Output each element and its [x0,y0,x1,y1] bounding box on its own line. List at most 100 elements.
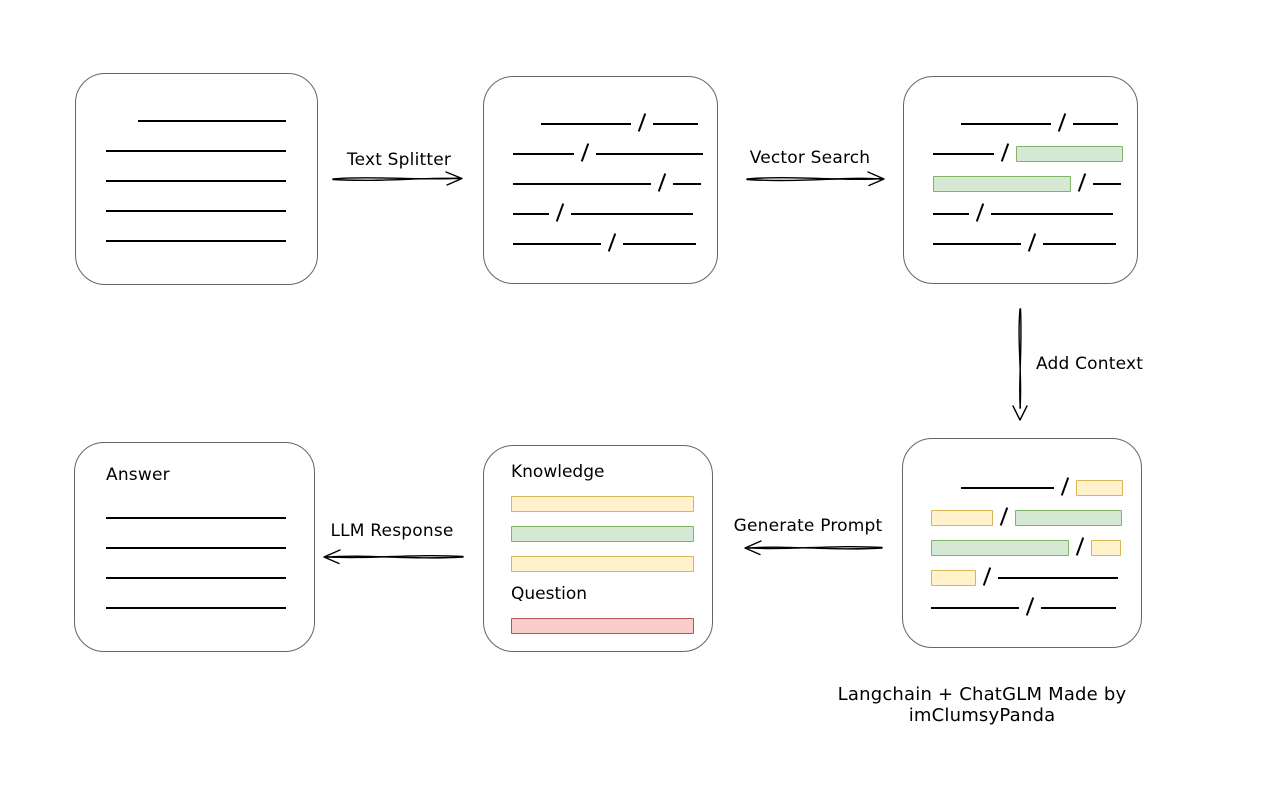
add-context-label: Add Context [1036,354,1144,374]
text-line [673,183,701,185]
text-line [106,547,286,549]
prompt-bar-yellow [511,556,694,572]
text-line [106,150,286,152]
text-line [513,213,549,215]
text-line [1073,123,1118,125]
split-chunk-lines [513,107,717,257]
text-row [933,197,1137,227]
highlight-chip-green [933,176,1071,192]
text-row [933,167,1137,197]
highlight-chip-yellow [1076,480,1123,496]
text-line [961,487,1054,489]
slash-mark [581,143,590,162]
text-row [513,167,717,197]
prompt-section-label: Question [511,584,588,604]
text-line [106,210,286,212]
down-arrow-icon [1012,308,1028,421]
indent-gap [931,500,961,501]
text-line [1041,607,1116,609]
prompt-section: Question [511,584,712,634]
prompt-bar-red [511,618,694,634]
text-row [931,531,1141,561]
slash-mark [983,567,992,586]
text-row [933,137,1137,167]
prompt-section: Knowledge [511,462,712,572]
node-vector-matches [903,76,1138,284]
text-row [513,227,717,257]
prompt-section-label: Knowledge [511,462,605,482]
text-line [998,577,1118,579]
slash-mark [1001,143,1010,162]
text-splitter-label: Text Splitter [346,150,452,170]
slash-mark [608,233,617,252]
text-line [541,123,631,125]
document-lines [106,104,317,254]
answer-lines [106,489,314,609]
highlight-chip-yellow [931,510,993,526]
slash-mark [1078,173,1087,192]
text-row [106,164,317,194]
text-line [106,577,286,579]
slash-mark [638,113,647,132]
text-row [106,104,317,134]
highlight-chip-green [931,540,1069,556]
slash-mark [1076,537,1085,556]
slash-mark [1028,233,1037,252]
slash-mark [1026,597,1035,616]
text-row [931,561,1141,591]
prompt-bar-green [511,526,694,542]
text-line [106,240,286,242]
text-row [931,471,1141,501]
text-row [931,591,1141,621]
node-answer: Answer [74,442,315,652]
text-row [513,107,717,137]
text-row [933,227,1137,257]
right-arrow-icon [332,171,463,186]
slash-mark [1058,113,1067,132]
text-row [106,489,314,519]
text-line [106,517,286,519]
text-line [106,607,286,609]
prompt-bar-yellow [511,496,694,512]
text-row [931,501,1141,531]
slash-mark [556,203,565,222]
right-arrow-icon [746,171,885,187]
text-line [571,213,693,215]
text-row [106,519,314,549]
highlight-chip-green [1016,146,1123,162]
text-line [933,153,994,155]
text-line [933,243,1021,245]
text-line [513,153,574,155]
text-row [106,134,317,164]
text-row [106,579,314,609]
text-line [961,123,1051,125]
slash-mark [658,173,667,192]
slash-mark [1000,507,1009,526]
text-row [106,224,317,254]
highlight-chip-yellow [1091,540,1121,556]
text-line [596,153,703,155]
text-row [933,107,1137,137]
indent-gap [513,136,541,137]
text-line [513,183,651,185]
context-chunk-lines [931,471,1141,621]
node-split-chunks [483,76,718,284]
text-line [138,120,286,122]
vector-search-label: Vector Search [749,148,871,168]
node-source-document [75,73,318,285]
left-arrow-icon [323,549,464,565]
caption-credit: Langchain + ChatGLM Made by imClumsyPand… [837,684,1127,726]
generate-prompt-label: Generate Prompt [733,516,883,536]
highlight-chip-green [1015,510,1122,526]
text-line [931,607,1019,609]
highlight-chip-yellow [931,570,976,586]
answer-label: Answer [106,465,170,485]
text-line [991,213,1113,215]
text-line [106,180,286,182]
text-line [623,243,696,245]
left-arrow-icon [744,540,883,556]
text-line [653,123,698,125]
